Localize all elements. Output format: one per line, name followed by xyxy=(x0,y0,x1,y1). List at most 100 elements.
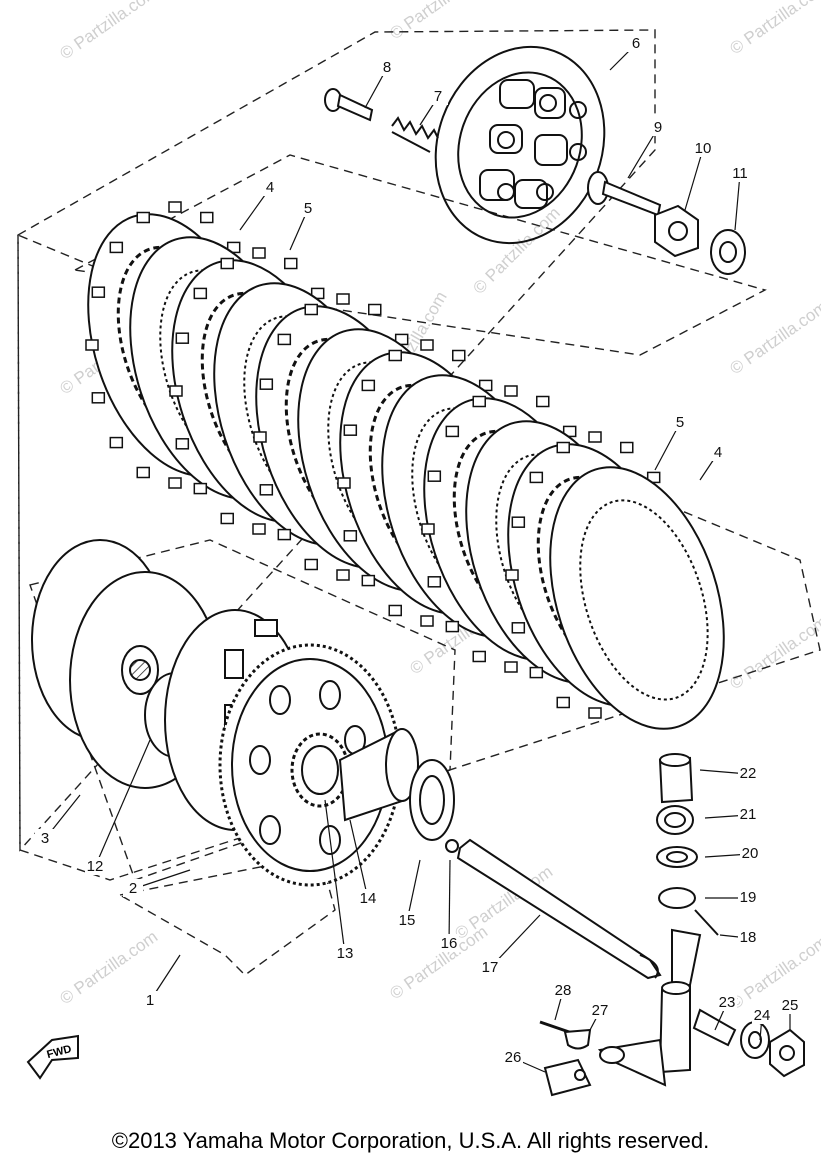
callout-background xyxy=(123,879,143,897)
callout-number: 1 xyxy=(146,992,154,1009)
pin-plug-joint xyxy=(539,1020,592,1097)
callout-number: 2 xyxy=(129,880,137,897)
friction-plate-tab xyxy=(420,339,434,351)
callout-number: 20 xyxy=(742,845,759,862)
friction-plate-tab xyxy=(504,385,518,397)
callout-number: 5 xyxy=(304,200,312,217)
friction-plate-tab xyxy=(259,378,274,390)
callout-number: 10 xyxy=(695,140,712,157)
watermark-text: © Partzilla.com xyxy=(386,922,491,1003)
callout-background xyxy=(780,996,800,1014)
spacer-washer-ball xyxy=(338,728,459,853)
friction-plate-tab xyxy=(304,303,318,316)
friction-plate-tab xyxy=(253,431,267,443)
friction-plate-tab xyxy=(337,477,351,489)
friction-plate-tab xyxy=(472,395,486,408)
friction-plate-tab xyxy=(136,211,150,224)
callout-background xyxy=(738,888,758,906)
callout-number: 11 xyxy=(732,165,748,182)
callout-background xyxy=(738,805,758,823)
friction-plate-tab xyxy=(91,286,106,298)
watermark-text: © Partzilla.com xyxy=(386,0,491,43)
callout-background xyxy=(503,1048,523,1066)
friction-plate-tab xyxy=(343,424,358,436)
friction-plate-tab xyxy=(420,615,434,627)
bolt-and-spring xyxy=(324,88,439,153)
friction-plate-tab xyxy=(361,574,376,587)
callout-background xyxy=(35,829,55,847)
callout-number: 5 xyxy=(676,414,684,431)
friction-plate-tab xyxy=(252,523,266,535)
callout-background xyxy=(708,443,728,461)
friction-plate-tab xyxy=(388,349,402,362)
callout-number: 3 xyxy=(41,830,49,847)
callout-background xyxy=(693,139,713,157)
callout-background xyxy=(590,1001,610,1019)
callout-number: 9 xyxy=(654,119,662,136)
friction-plate-tab xyxy=(536,395,550,408)
friction-plate-tab xyxy=(304,558,318,571)
callout-background xyxy=(377,58,397,76)
callout-number: 26 xyxy=(505,1049,522,1066)
callout-background xyxy=(730,164,750,182)
friction-plate-tab xyxy=(529,666,544,679)
friction-plate-tab xyxy=(556,696,570,709)
friction-plate-tab xyxy=(175,332,190,344)
leader-line xyxy=(94,739,151,868)
callout-background xyxy=(553,981,573,999)
callout-background xyxy=(397,911,417,929)
callout-number: 22 xyxy=(740,765,757,782)
friction-plate-tab xyxy=(109,241,124,254)
callout-number: 12 xyxy=(87,858,104,875)
callout-number: 7 xyxy=(434,88,442,105)
friction-plate-tab xyxy=(452,349,466,362)
push-rod-nut-washer xyxy=(587,171,746,275)
friction-plate-tab xyxy=(588,707,602,719)
leader-line xyxy=(448,859,451,945)
callout-background xyxy=(648,118,668,136)
callout-number: 28 xyxy=(555,982,572,999)
release-mechanism xyxy=(597,753,805,1087)
callout-number: 16 xyxy=(441,935,458,952)
callout-number: 24 xyxy=(754,1007,771,1024)
friction-plate-tab xyxy=(277,528,292,541)
callout-number: 18 xyxy=(740,929,757,946)
friction-plate-tab xyxy=(259,484,274,496)
friction-plate-tab xyxy=(421,523,435,535)
leader-line xyxy=(406,859,421,922)
clutch-plate xyxy=(549,466,725,730)
friction-plate-tab xyxy=(193,482,208,495)
leader-line xyxy=(684,148,704,211)
callout-background xyxy=(335,944,355,962)
callout-background xyxy=(752,1006,772,1024)
callout-background xyxy=(358,889,378,907)
callout-number: 6 xyxy=(632,35,640,52)
push-rod xyxy=(456,838,662,980)
clutch-plate-stack xyxy=(85,201,725,730)
friction-plate-tab xyxy=(169,385,183,397)
copyright-notice: ©2013 Yamaha Motor Corporation, U.S.A. A… xyxy=(111,1128,710,1153)
friction-plate-tab xyxy=(175,438,190,450)
callout-number: 23 xyxy=(719,994,736,1011)
leader-line xyxy=(734,173,741,231)
friction-plate-tab xyxy=(620,441,634,454)
callout-background xyxy=(626,34,646,52)
callout-number: 8 xyxy=(383,59,391,76)
callout-number: 14 xyxy=(360,890,377,907)
friction-plate-tab xyxy=(284,257,298,270)
callout-background xyxy=(480,958,500,976)
callout-number: 27 xyxy=(592,1002,609,1019)
callout-number: 15 xyxy=(399,912,416,929)
friction-plate-tab xyxy=(343,530,358,542)
leader-line xyxy=(627,127,659,179)
friction-plate-tab xyxy=(220,257,234,270)
forward-direction-arrow: FWD xyxy=(26,1034,79,1080)
callout-number: 21 xyxy=(740,806,757,823)
leader-line xyxy=(324,799,346,955)
callout-number: 4 xyxy=(266,179,274,196)
friction-plate-tab xyxy=(511,516,526,528)
clutch-boss-gear xyxy=(218,643,402,887)
friction-plate-tab xyxy=(136,466,150,479)
callout-number: 19 xyxy=(740,889,757,906)
callout-number: 17 xyxy=(482,959,499,976)
